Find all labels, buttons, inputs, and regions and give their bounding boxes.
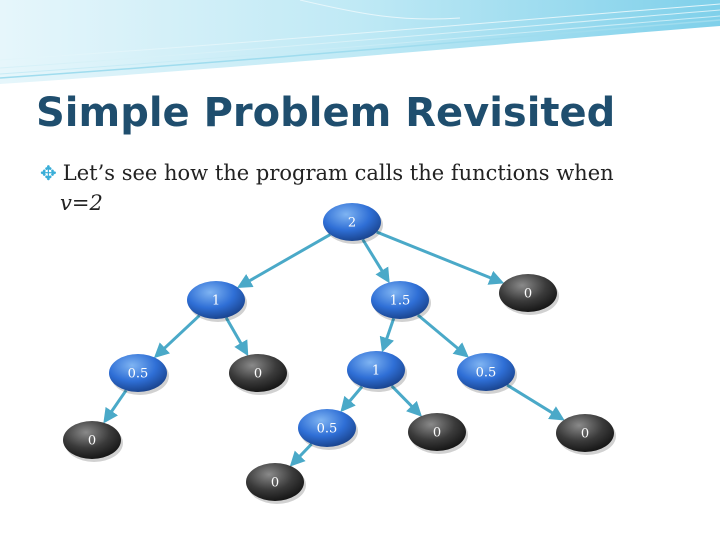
call-arrow — [153, 314, 201, 359]
bullet-line-2: v=2 — [60, 191, 103, 215]
tree-node-b1a: 0.5 — [298, 409, 358, 450]
tree-node-a2: 0 — [229, 354, 289, 395]
tree-node-b1: 1 — [347, 351, 407, 392]
node-circle — [246, 463, 304, 501]
header-decoration — [0, 0, 720, 84]
tree-node-a1a: 0 — [63, 421, 123, 462]
node-label: 0.5 — [317, 422, 338, 437]
node-label: 1 — [372, 364, 380, 379]
bullet-marker-icon: ✥ — [40, 161, 57, 185]
call-arrow — [416, 313, 469, 358]
bullet-text: ✥Let’s see how the program calls the fun… — [40, 158, 680, 218]
tree-node-b1b: 0 — [408, 413, 468, 454]
node-circle — [109, 354, 167, 392]
tree-node-b2a: 0 — [556, 414, 616, 455]
node-label: 0 — [433, 426, 441, 441]
tree-node-b: 1.5 — [371, 281, 431, 322]
node-label: 1 — [212, 294, 220, 309]
node-circle — [556, 414, 614, 452]
tree-node-a1: 0.5 — [109, 354, 169, 395]
node-circle — [457, 353, 515, 391]
tree-node-b2: 0.5 — [457, 353, 517, 394]
node-label: 0 — [254, 367, 262, 382]
call-arrow — [103, 389, 128, 424]
node-label: 0 — [581, 427, 589, 442]
node-circle — [347, 351, 405, 389]
node-label: 0 — [271, 476, 279, 491]
node-label: 2 — [348, 216, 356, 231]
node-circle — [187, 281, 245, 319]
call-arrow — [224, 317, 249, 357]
call-arrow — [379, 318, 396, 353]
call-arrow — [340, 385, 364, 413]
node-circle — [63, 421, 121, 459]
node-label: 0.5 — [128, 367, 149, 382]
tree-node-root: 2 — [323, 203, 383, 244]
call-arrow — [361, 238, 390, 284]
call-arrow — [376, 230, 505, 285]
tree-node-b1aa: 0 — [246, 463, 306, 504]
node-circle — [499, 274, 557, 312]
call-arrow — [236, 233, 331, 288]
node-circle — [408, 413, 466, 451]
node-label: 0 — [524, 287, 532, 302]
node-circle — [323, 203, 381, 241]
node-label: 0 — [88, 434, 96, 449]
slide-title: Simple Problem Revisited — [36, 90, 616, 136]
call-arrow — [289, 443, 313, 467]
node-circle — [298, 409, 356, 447]
node-label: 0.5 — [476, 366, 497, 381]
call-arrow — [390, 384, 422, 417]
tree-node-c: 0 — [499, 274, 559, 315]
node-circle — [229, 354, 287, 392]
call-arrow — [506, 383, 565, 421]
tree-node-a: 1 — [187, 281, 247, 322]
bullet-line-1: Let’s see how the program calls the func… — [62, 161, 614, 185]
node-label: 1.5 — [390, 294, 411, 309]
node-circle — [371, 281, 429, 319]
